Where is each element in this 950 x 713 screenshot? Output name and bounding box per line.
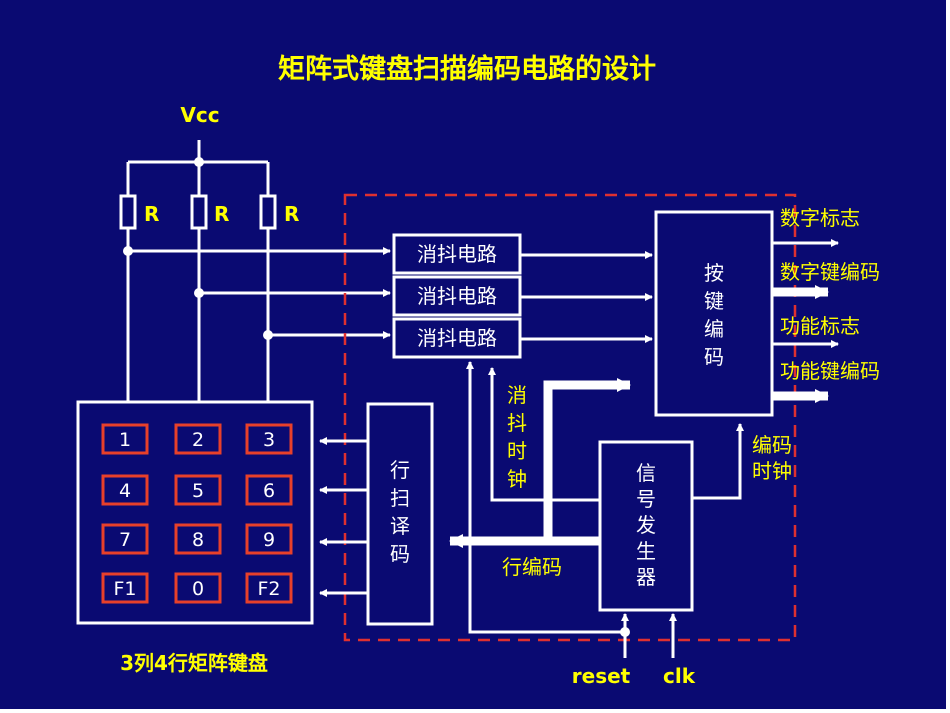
key-5-button: [174, 474, 222, 506]
resistor-1-label: R: [144, 202, 159, 226]
key-encoder-box: [654, 210, 774, 417]
key-F2-button: [245, 572, 293, 604]
reset-label: reset: [572, 664, 631, 688]
svg-text:发: 发: [636, 513, 656, 537]
key-0-button: [174, 572, 222, 604]
svg-text:时: 时: [507, 439, 527, 463]
key-label: 9: [263, 529, 275, 551]
pullup-resistors: R R R: [119, 162, 299, 402]
svg-text:器: 器: [636, 565, 656, 589]
debounce-to-encoder-wires: [520, 251, 653, 343]
key-7-button: [101, 523, 149, 555]
row-code-bus: [449, 378, 631, 548]
key-label: 8: [192, 529, 204, 551]
key-8-button: [174, 523, 222, 555]
svg-text:译: 译: [390, 514, 410, 538]
encode-clock-wire: [692, 423, 744, 500]
svg-text:键: 键: [704, 289, 724, 313]
svg-text:码: 码: [704, 345, 724, 369]
vcc-label: Vcc: [180, 103, 219, 127]
key-label: F1: [113, 578, 136, 600]
svg-text:编: 编: [704, 317, 724, 341]
debounce-label-2: 消抖电路: [417, 284, 497, 308]
debounce-label-1: 消抖电路: [417, 242, 497, 266]
svg-text:抖: 抖: [507, 411, 527, 435]
debounce-label-3: 消抖电路: [417, 326, 497, 350]
resistor-2-label: R: [214, 202, 229, 226]
key-label: 5: [192, 480, 204, 502]
page-title: 矩阵式键盘扫描编码电路的设计: [278, 53, 656, 85]
resistor-2: [190, 194, 208, 230]
svg-text:扫: 扫: [390, 486, 410, 510]
svg-text:钟: 钟: [507, 467, 527, 491]
keypad-keys: 1 2 3 4 5 6 7 8 9F1 0 F2: [101, 423, 293, 604]
svg-text:消: 消: [507, 383, 527, 407]
key-label: 1: [119, 429, 131, 451]
signal-generator-label: 信 号 发 生 器: [636, 461, 656, 589]
reset-feedback-wire: [468, 368, 625, 634]
key-encoder-label: 按 键 编 码: [704, 261, 724, 369]
key-9-button: [245, 523, 293, 555]
debounce-clock-wire: [488, 367, 600, 502]
clk-label: clk: [663, 664, 696, 688]
row-drive-wires: [319, 437, 368, 597]
debounce-circuits: 消抖电路 消抖电路 消抖电路: [392, 233, 522, 359]
output-func-flag: 功能标志: [780, 314, 860, 338]
key-label: 3: [263, 429, 275, 451]
keypad: [76, 400, 314, 625]
chip-boundary: [343, 193, 797, 642]
key-label: 7: [119, 529, 131, 551]
svg-text:行: 行: [390, 458, 410, 482]
column-wires: [123, 246, 391, 340]
key-label: 2: [192, 429, 204, 451]
key-4-button: [101, 474, 149, 506]
key-label: 6: [263, 480, 275, 502]
svg-text:生: 生: [636, 539, 656, 563]
debounce-clock-label: 消 抖 时 钟: [507, 383, 527, 491]
key-label: F2: [257, 578, 280, 600]
key-6-button: [245, 474, 293, 506]
encoder-outputs: 数字标志 数字键编码 功能标志 功能键编码: [772, 206, 880, 403]
key-1-button: [101, 423, 149, 455]
svg-text:按: 按: [704, 261, 724, 285]
output-func-code: 功能键编码: [780, 359, 880, 383]
output-digit-flag: 数字标志: [780, 206, 860, 230]
resistor-3-label: R: [284, 202, 299, 226]
key-2-button: [174, 423, 222, 455]
signal-generator-box: [598, 440, 694, 612]
key-F1-button: [101, 572, 149, 604]
resistor-3: [259, 194, 277, 230]
row-decoder-box: [366, 402, 434, 626]
encode-clock-label: 编码 时钟: [752, 433, 792, 483]
output-digit-code: 数字键编码: [780, 260, 880, 284]
key-label: 0: [192, 578, 204, 600]
svg-text:编码: 编码: [752, 433, 792, 457]
svg-text:信: 信: [636, 461, 656, 485]
key-3-button: [245, 423, 293, 455]
resistor-1: [119, 194, 137, 230]
keypad-caption: 3列4行矩阵键盘: [120, 651, 268, 675]
svg-text:时钟: 时钟: [752, 459, 792, 483]
svg-text:码: 码: [390, 542, 410, 566]
row-code-label: 行编码: [502, 555, 562, 579]
key-label: 4: [119, 480, 131, 502]
svg-text:号: 号: [636, 487, 656, 511]
row-decoder-label: 行 扫 译 码: [390, 458, 410, 566]
